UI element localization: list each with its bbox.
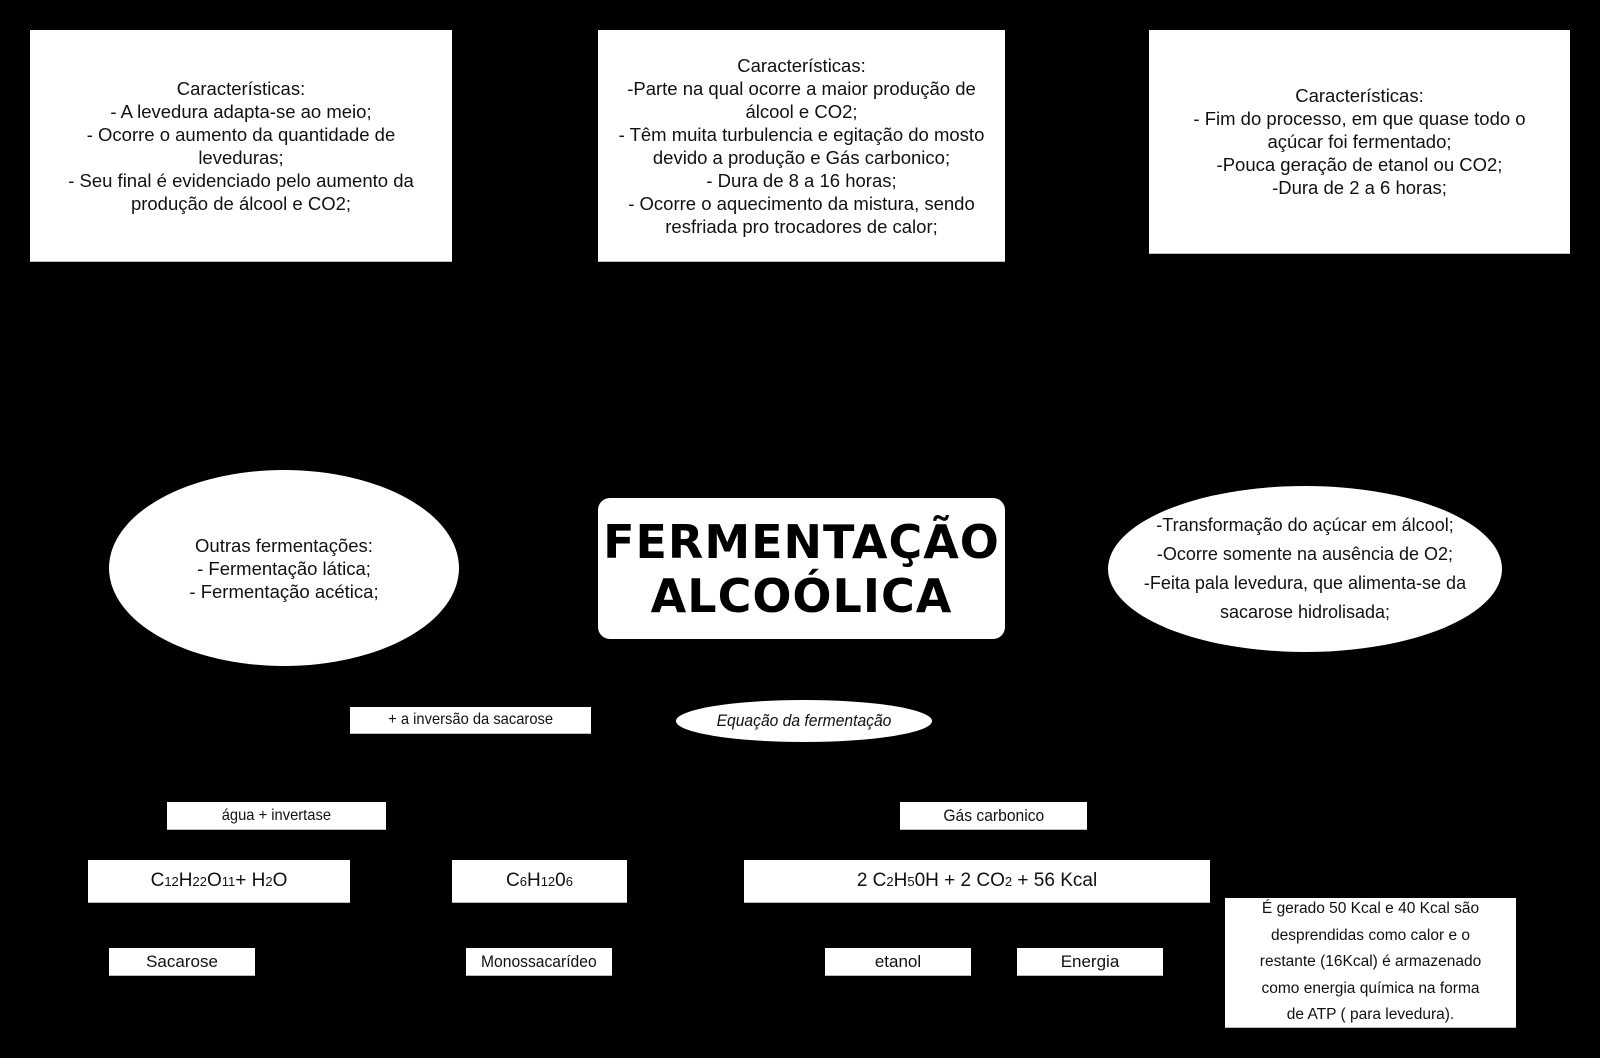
energia-label: Energia bbox=[1017, 948, 1163, 976]
products-formula-box: 2 C2H50H + 2 CO2 + 56 Kcal bbox=[744, 860, 1210, 903]
glucose-formula: C6H1206 bbox=[506, 870, 573, 891]
other-fermentations-ellipse: Outras fermentações: - Fermentação látic… bbox=[109, 470, 459, 666]
page-title: FERMENTAÇÃO ALCOÓLICA bbox=[603, 514, 1000, 623]
monossacarideo-text: Monossacarídeo bbox=[481, 951, 597, 971]
equation-label-text: Equação da fermentação bbox=[716, 711, 892, 730]
etanol-text: etanol bbox=[874, 951, 922, 971]
sucrose-formula-box: C12H22O11+ H2O bbox=[88, 860, 350, 903]
etanol-label: etanol bbox=[825, 948, 971, 976]
glucose-formula-box: C6H1206 bbox=[452, 860, 627, 903]
water-invertase-text: água + invertase bbox=[221, 806, 332, 824]
inversion-label-text: + a inversão da sacarose bbox=[388, 711, 553, 728]
stage-box-preliminary: Características: - A levedura adapta-se … bbox=[30, 30, 452, 262]
monossacarideo-label: Monossacarídeo bbox=[466, 948, 612, 976]
energy-note-text: É gerado 50 Kcal e 40 Kcal são desprendi… bbox=[1259, 900, 1482, 1024]
other-fermentations-text: Outras fermentações: - Fermentação látic… bbox=[189, 534, 379, 602]
definition-ellipse: -Transformação do açúcar em álcool; -Oco… bbox=[1108, 486, 1502, 652]
water-invertase-label: água + invertase bbox=[167, 802, 386, 830]
stage-text: Características: - A levedura adapta-se … bbox=[68, 77, 414, 214]
inversion-label: + a inversão da sacarose bbox=[350, 707, 591, 734]
definition-text: -Transformação do açúcar em álcool; -Oco… bbox=[1143, 515, 1467, 622]
co2-gas-text: Gás carbonico bbox=[943, 805, 1044, 825]
energy-note-box: É gerado 50 Kcal e 40 Kcal são desprendi… bbox=[1225, 898, 1516, 1028]
central-title-box: FERMENTAÇÃO ALCOÓLICA bbox=[598, 498, 1005, 639]
energia-text: Energia bbox=[1060, 951, 1120, 971]
sacarose-text: Sacarose bbox=[146, 951, 218, 971]
sucrose-formula: C12H22O11+ H2O bbox=[150, 870, 288, 891]
sacarose-label: Sacarose bbox=[109, 948, 255, 976]
products-formula: 2 C2H50H + 2 CO2 + 56 Kcal bbox=[856, 870, 1098, 891]
stage-text: Características: - Fim do processo, em q… bbox=[1193, 85, 1526, 198]
co2-gas-label: Gás carbonico bbox=[900, 802, 1087, 830]
equation-ellipse: Equação da fermentação bbox=[676, 700, 932, 742]
stage-text: Características: -Parte na qual ocorre a… bbox=[618, 54, 985, 237]
stage-box-main: Características: -Parte na qual ocorre a… bbox=[598, 30, 1005, 262]
stage-box-final: Características: - Fim do processo, em q… bbox=[1149, 30, 1570, 254]
